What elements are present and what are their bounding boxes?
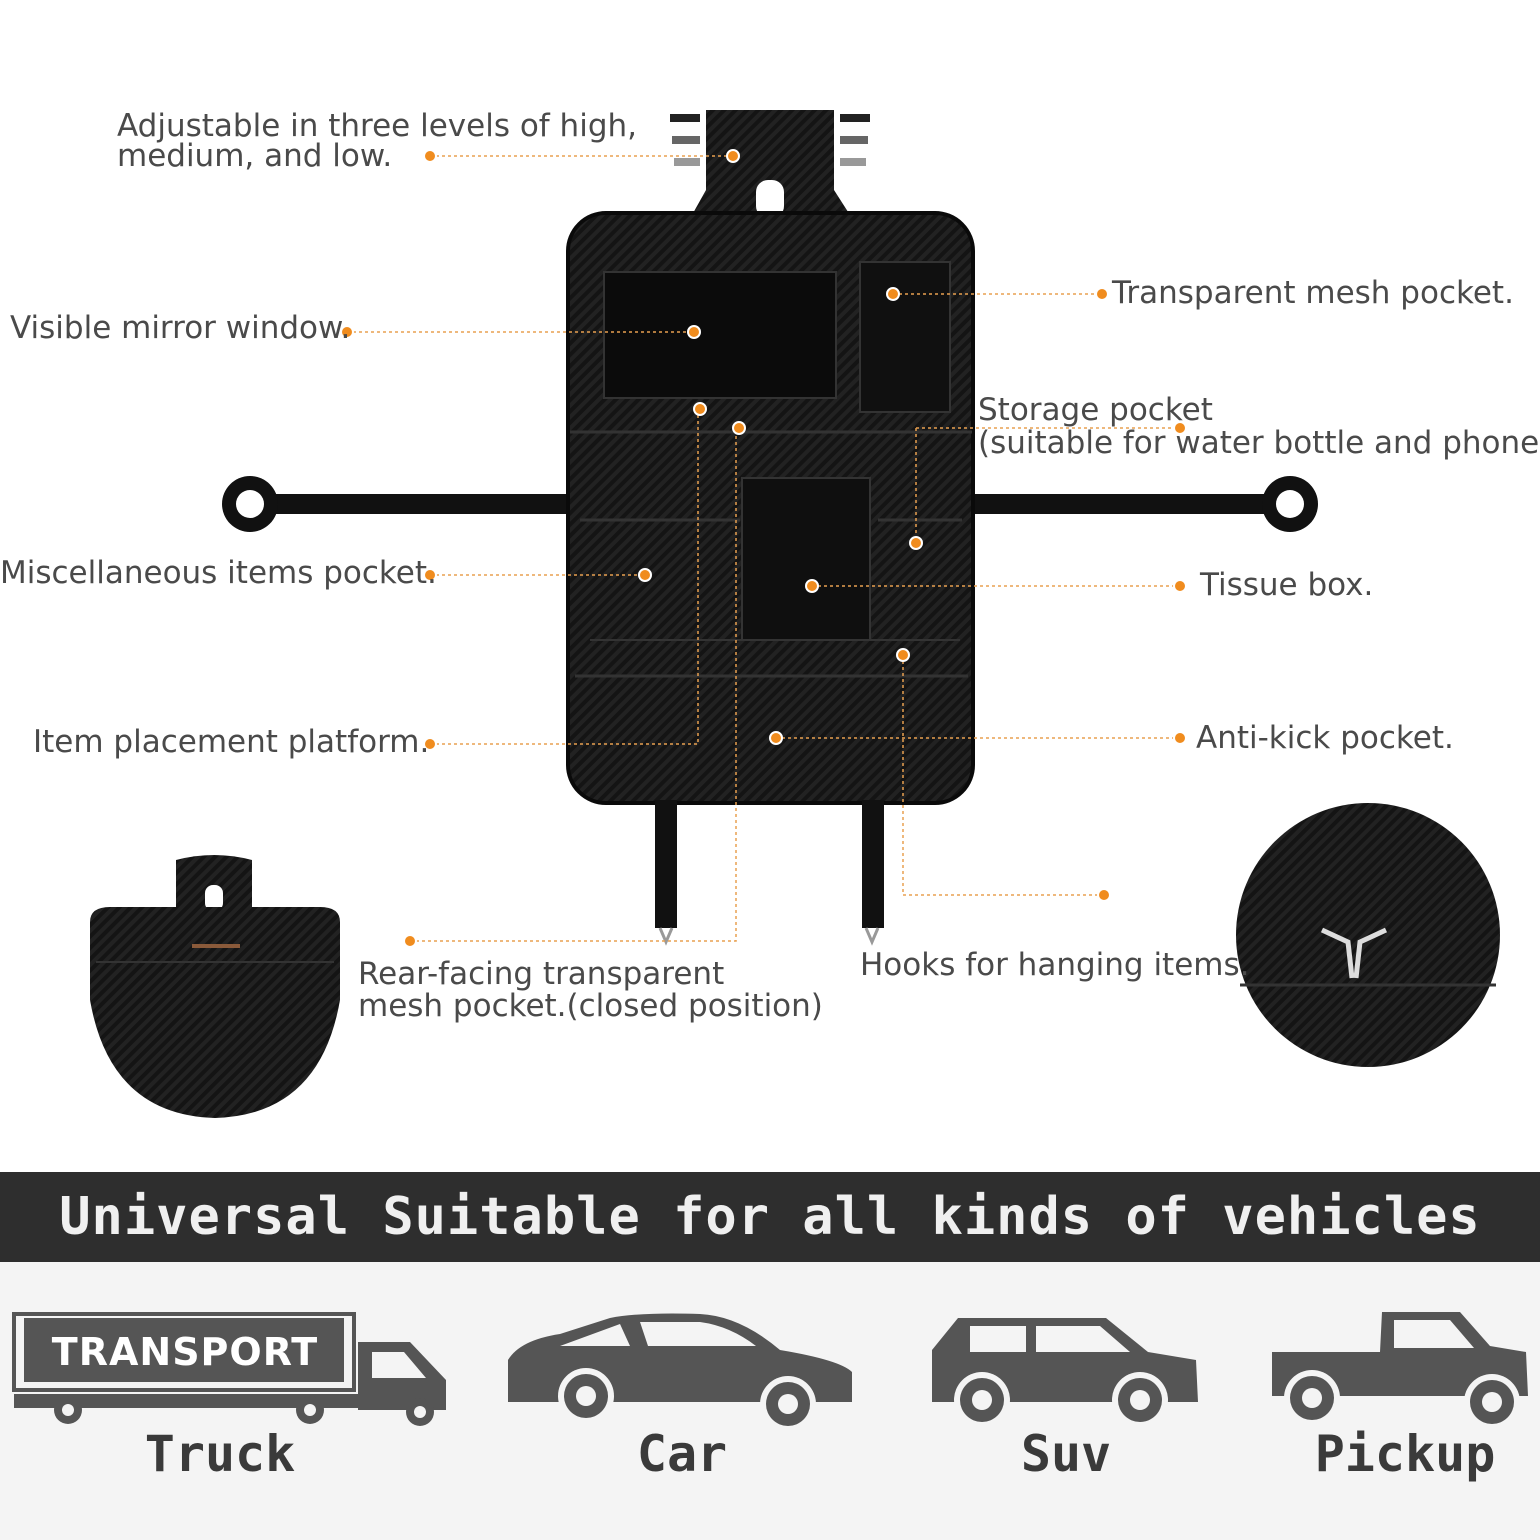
label-transparent-mesh: Transparent mesh pocket. [1112,275,1514,311]
closed-organizer [90,855,340,1118]
vehicle-label-suv: Suv [1020,1425,1112,1483]
vehicle-label-truck: Truck [144,1425,296,1483]
vehicle-icons [12,1312,1528,1432]
vehicle-label-car: Car [636,1425,728,1483]
pickup-icon [1272,1312,1528,1430]
banner-title: Universal Suitable for all kinds of vehi… [59,1187,1481,1247]
side-straps [222,476,1318,532]
mesh-pocket [859,261,951,413]
label-platform: Item placement platform. [33,724,430,760]
product-illustration [90,110,1500,1118]
label-rear-mesh-line1: Rear-facing transparent [358,956,725,992]
banner: Universal Suitable for all kinds of vehi… [0,1172,1540,1262]
truck-sign-text: TRANSPORT [51,1330,319,1374]
headrest-strap [670,110,870,218]
vehicle-label-pickup: Pickup [1314,1425,1496,1483]
label-storage-line2: (suitable for water bottle and phone). [978,425,1540,461]
car-icon [508,1313,852,1432]
leader-lines [347,155,1180,942]
tissue-box [741,477,871,641]
truck-icon [12,1312,446,1426]
hook-detail-circle [1236,803,1500,1067]
label-adjustable-line1: Adjustable in three levels of high, [117,108,637,144]
label-tissue-box: Tissue box. [1200,567,1374,603]
label-hooks: Hooks for hanging items. [860,947,1250,983]
mirror-window [603,271,837,399]
label-misc-pocket: Miscellaneous items pocket. [0,555,437,591]
suv-icon [932,1318,1198,1428]
label-rear-mesh-line2: mesh pocket.(closed position) [358,988,823,1024]
label-anti-kick: Anti-kick pocket. [1196,720,1454,756]
callout-dots [340,149,1187,948]
label-storage-line1: Storage pocket [978,392,1213,428]
label-mirror-window: Visible mirror window. [10,310,351,346]
organizer-body [566,211,975,946]
label-adjustable-line2: medium, and low. [117,138,393,174]
